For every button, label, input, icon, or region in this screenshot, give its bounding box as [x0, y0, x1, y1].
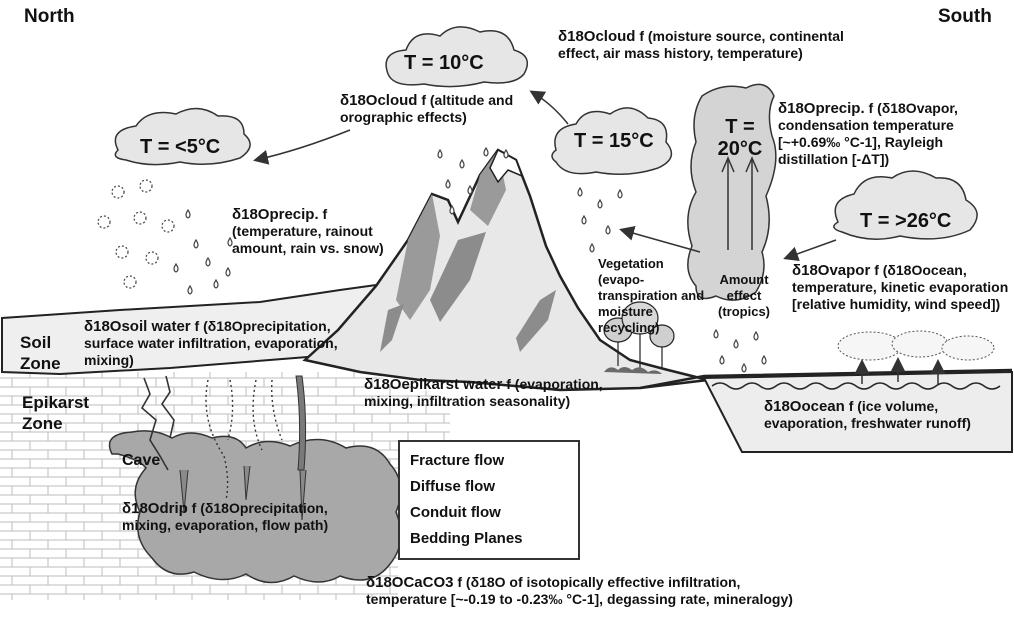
- cloud-top-note: δ18Ocloud f (moisture source, continenta…: [558, 28, 878, 62]
- south-label: South: [938, 6, 992, 28]
- cloud-5c-temp: T = <5°C: [140, 136, 220, 158]
- epikarst-zone-label: Epikarst Zone: [22, 392, 92, 434]
- legend-diffuse: Diffuse flow: [410, 478, 495, 495]
- soil-water-note: δ18Osoil water f (δ18Oprecipitation, sur…: [84, 318, 370, 369]
- precip-south-symbol: δ18Oprecip.: [778, 100, 865, 117]
- precip-north-symbol: δ18Oprecip.: [232, 206, 319, 223]
- legend-conduit: Conduit flow: [410, 504, 501, 521]
- caco3-symbol: δ18OCaCO3: [366, 574, 453, 591]
- soil-zone-text: Soil Zone: [20, 333, 61, 373]
- cloud-10c-temp: T = 10°C: [404, 52, 484, 74]
- precip-north-note: δ18Oprecip. f (temperature, rainout amou…: [232, 206, 392, 257]
- epikarst-water-note: δ18Oepikarst water f (evaporation, mixin…: [364, 376, 634, 410]
- amount-effect-note: Amount effect (tropics): [714, 272, 774, 320]
- vapor-note: δ18Ovapor f (δ18Oocean, temperature, kin…: [792, 262, 1012, 313]
- cloud-20c-temp: T = 20°C: [710, 116, 770, 160]
- soil-water-symbol: δ18Osoil water: [84, 318, 191, 335]
- cloud-top-symbol: δ18Ocloud: [558, 28, 635, 45]
- snowflakes: [98, 180, 174, 288]
- cloud-altitude-note: δ18Ocloud f (altitude and orographic eff…: [340, 92, 550, 126]
- cloud-altitude-symbol: δ18Ocloud: [340, 92, 417, 109]
- drip-symbol: δ18Odrip: [122, 500, 188, 517]
- cloud-26c-temp: T = >26°C: [860, 210, 951, 232]
- evaporation-puffs: [838, 331, 994, 360]
- precip-south-note: δ18Oprecip. f (δ18Ovapor, condensation t…: [778, 100, 1008, 168]
- ocean-note: δ18Oocean f (ice volume, evaporation, fr…: [764, 398, 1004, 432]
- vapor-symbol: δ18Ovapor: [792, 262, 870, 279]
- cave-label: Cave: [122, 452, 160, 469]
- ocean-symbol: δ18Oocean: [764, 398, 845, 415]
- epikarst-water-symbol: δ18Oepikarst water: [364, 376, 502, 393]
- epikarst-zone-text: Epikarst Zone: [22, 393, 89, 433]
- drip-note: δ18Odrip f (δ18Oprecipitation, mixing, e…: [122, 500, 372, 534]
- north-label: North: [24, 6, 75, 28]
- caco3-note: δ18OCaCO3 f (δ18O of isotopically effect…: [366, 574, 816, 608]
- vegetation-note: Vegetation (evapo-transpiration and mois…: [598, 256, 708, 336]
- soil-zone-label: Soil Zone: [20, 332, 80, 374]
- legend-bedding: Bedding Planes: [410, 530, 523, 547]
- legend-fracture: Fracture flow: [410, 452, 504, 469]
- legend: Fracture flow Diffuse flow Conduit flow …: [398, 440, 580, 560]
- cloud-15c-temp: T = 15°C: [574, 130, 654, 152]
